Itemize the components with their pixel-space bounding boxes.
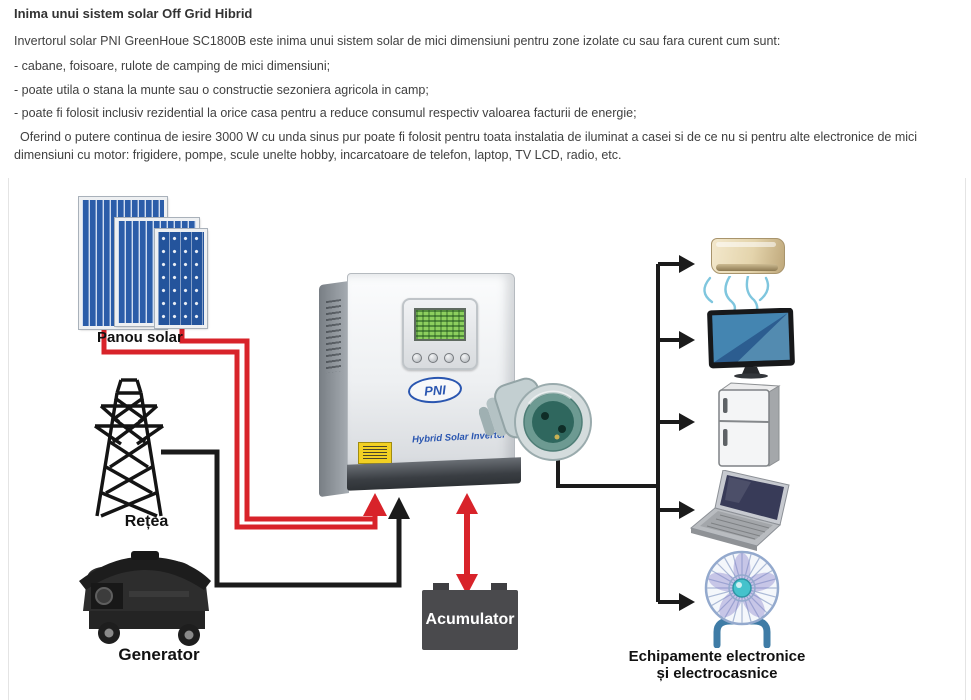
article-title: Inima unui sistem solar Off Grid Hibrid: [14, 6, 253, 21]
power-tower-icon: [94, 378, 164, 518]
battery-label: Acumulator: [425, 611, 515, 628]
grid-label: Rețea: [124, 513, 169, 530]
branch-arrow-icon: [679, 331, 695, 349]
air-conditioner-icon: [711, 238, 785, 274]
inverter-vents: [326, 299, 341, 374]
socket-icon: [479, 377, 592, 461]
fridge-icon: [718, 382, 781, 467]
laptop-icon: [689, 470, 790, 551]
caution-label-icon: [358, 442, 392, 464]
branch-arrow-icon: [679, 501, 695, 519]
battery-arrow-down-icon: [456, 574, 478, 595]
tv-icon: [707, 308, 795, 379]
solar-panel-icon: [154, 228, 208, 329]
article-paragraph: Invertorul solar PNI GreenHoue SC1800B e…: [14, 34, 781, 48]
equipment-label-line1: Echipamente electronice: [628, 648, 806, 665]
branch-arrow-icon: [679, 255, 695, 273]
battery-terminal: [491, 583, 507, 592]
black-arrow-up-icon: [388, 497, 410, 519]
system-diagram: Panou solar Rețea: [8, 178, 966, 700]
branch-arrow-icon: [679, 413, 695, 431]
battery-arrow-up-icon: [456, 493, 478, 514]
wiring-lines: [101, 255, 695, 611]
inverter-icon: PNI Hybrid Solar Inverter: [319, 273, 525, 509]
inverter-lcd-display: [414, 308, 466, 341]
pni-logo: PNI: [407, 375, 463, 405]
battery-icon: Acumulator: [422, 583, 518, 650]
article-paragraph: - poate utila o stana la munte sau o con…: [14, 83, 429, 97]
fan-icon: [704, 550, 780, 648]
article-paragraph: - poate fi folosit inclusiv rezidential …: [14, 106, 637, 120]
solar-panel-label: Panou solar: [97, 329, 183, 346]
inverter-buttons: [412, 353, 470, 363]
battery-terminal: [433, 583, 449, 592]
generator-icon: [79, 551, 211, 646]
battery-body: Acumulator: [422, 590, 518, 650]
generator-label: Generator: [118, 645, 200, 664]
equipment-label: Echipamente electronice și electrocasnic…: [609, 648, 825, 682]
inverter-front: PNI Hybrid Solar Inverter: [347, 273, 515, 469]
article-paragraph: - cabane, foisoare, rulote de camping de…: [14, 59, 331, 73]
branch-arrow-icon: [679, 593, 695, 611]
red-arrow-up-icon: [363, 493, 387, 516]
equipment-label-line2: și electrocasnice: [656, 665, 778, 682]
inverter-control-panel: [402, 298, 478, 370]
article-paragraph: Oferind o putere continua de iesire 3000…: [14, 130, 918, 162]
